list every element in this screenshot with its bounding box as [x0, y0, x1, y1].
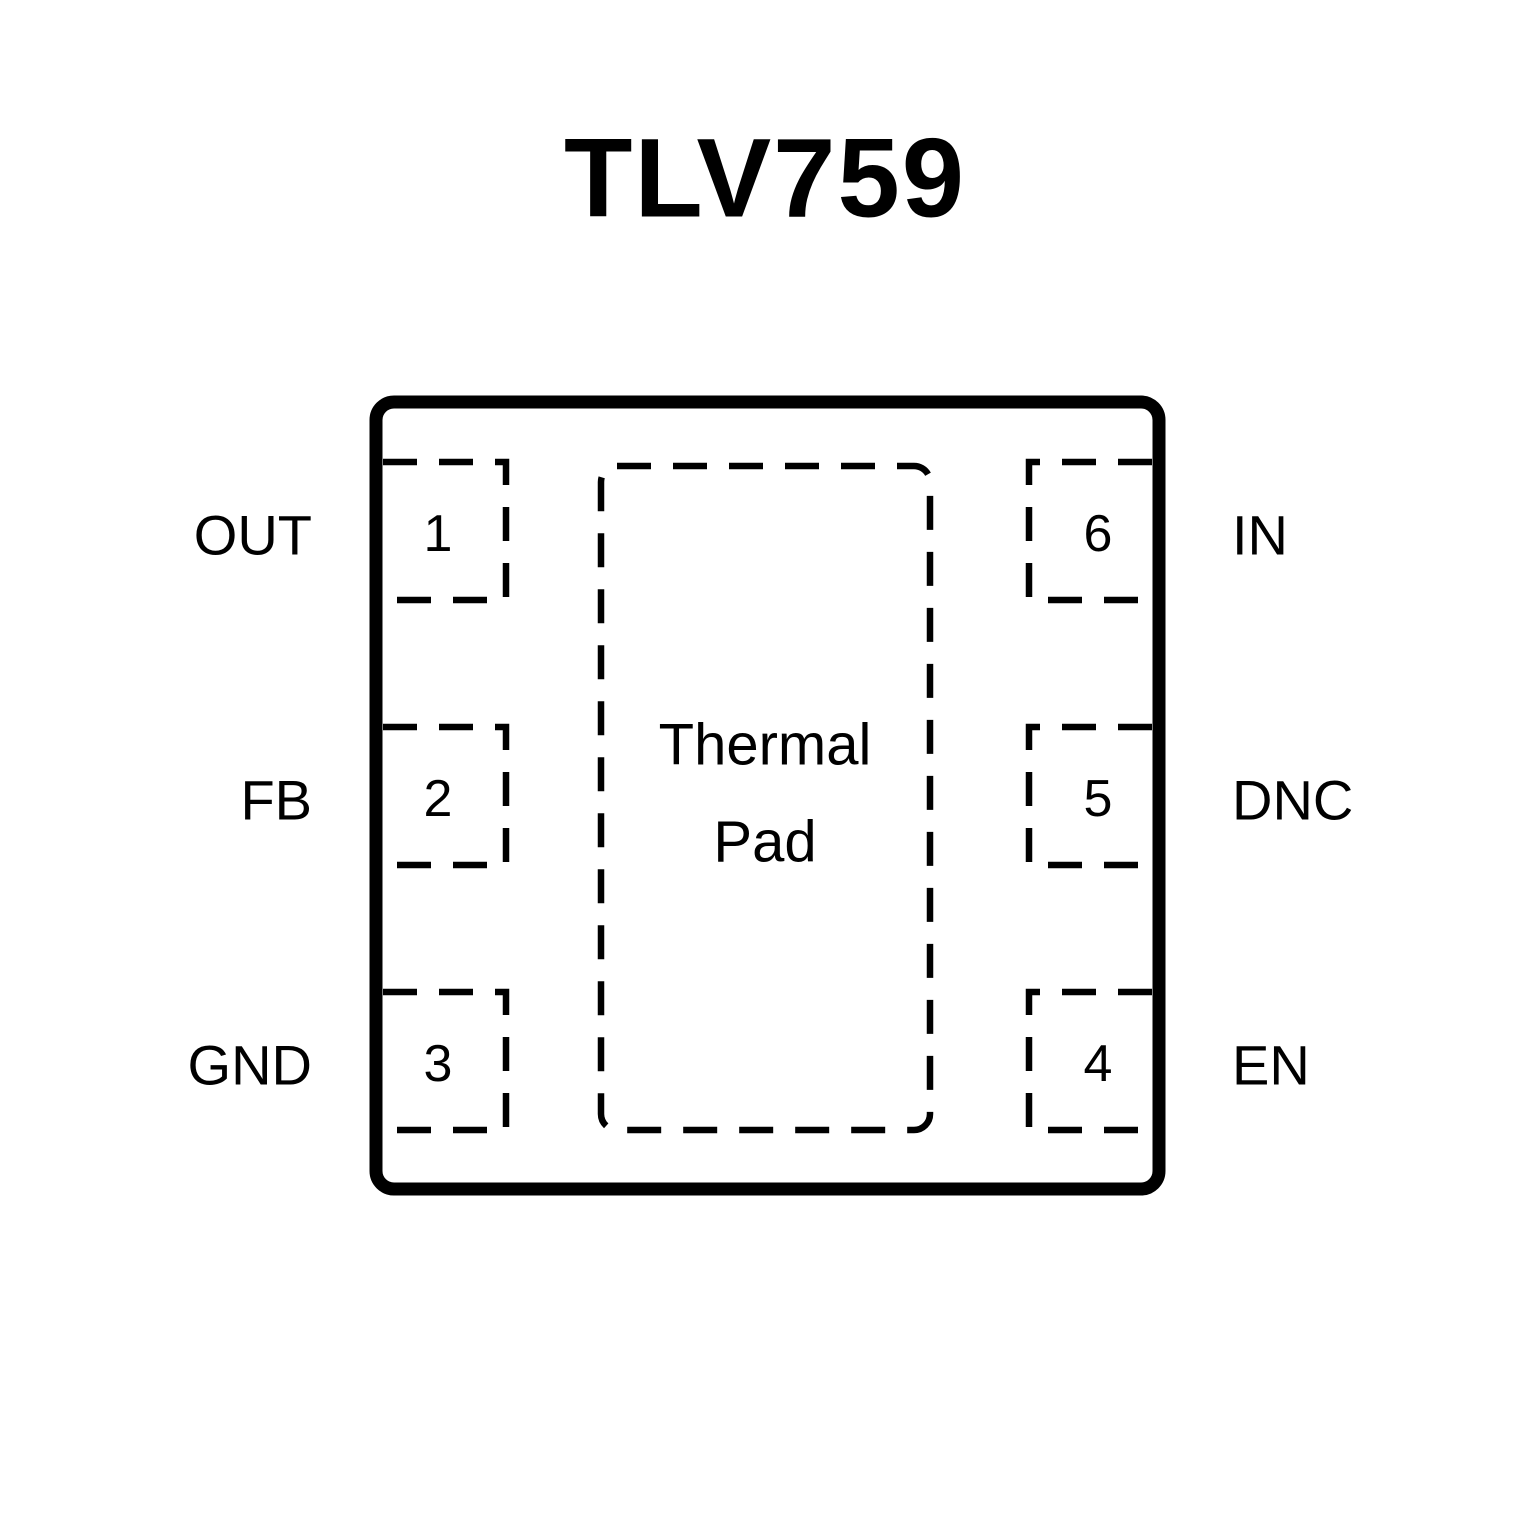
pin-label-out: OUT	[193, 503, 312, 567]
thermal-pad-outline	[597, 462, 934, 1134]
thermal-pad-label-line1: Thermal	[658, 712, 872, 778]
pin-number-6: 6	[1083, 505, 1113, 563]
pin-6-pad	[1025, 458, 1152, 604]
pin-label-en: EN	[1232, 1033, 1310, 1097]
pin-label-in: IN	[1232, 503, 1288, 567]
pin-1-pad	[383, 458, 510, 604]
pin-label-fb: FB	[240, 768, 312, 832]
pin-5-pad	[1025, 723, 1152, 869]
pin-number-2: 2	[423, 770, 453, 828]
thermal-pad-label-line2: Pad	[713, 809, 817, 875]
package-outline	[369, 395, 1166, 1196]
pin-3-pad	[383, 988, 510, 1134]
pin-label-gnd: GND	[187, 1033, 312, 1097]
pin-number-5: 5	[1083, 770, 1113, 828]
pin-number-4: 4	[1083, 1035, 1113, 1093]
pin-label-dnc: DNC	[1232, 768, 1354, 832]
pin-4-pad	[1025, 988, 1152, 1134]
pin-2-pad	[383, 723, 510, 869]
pin-number-3: 3	[423, 1035, 453, 1093]
chip-title: TLV759	[563, 115, 967, 241]
pin-number-1: 1	[423, 505, 453, 563]
